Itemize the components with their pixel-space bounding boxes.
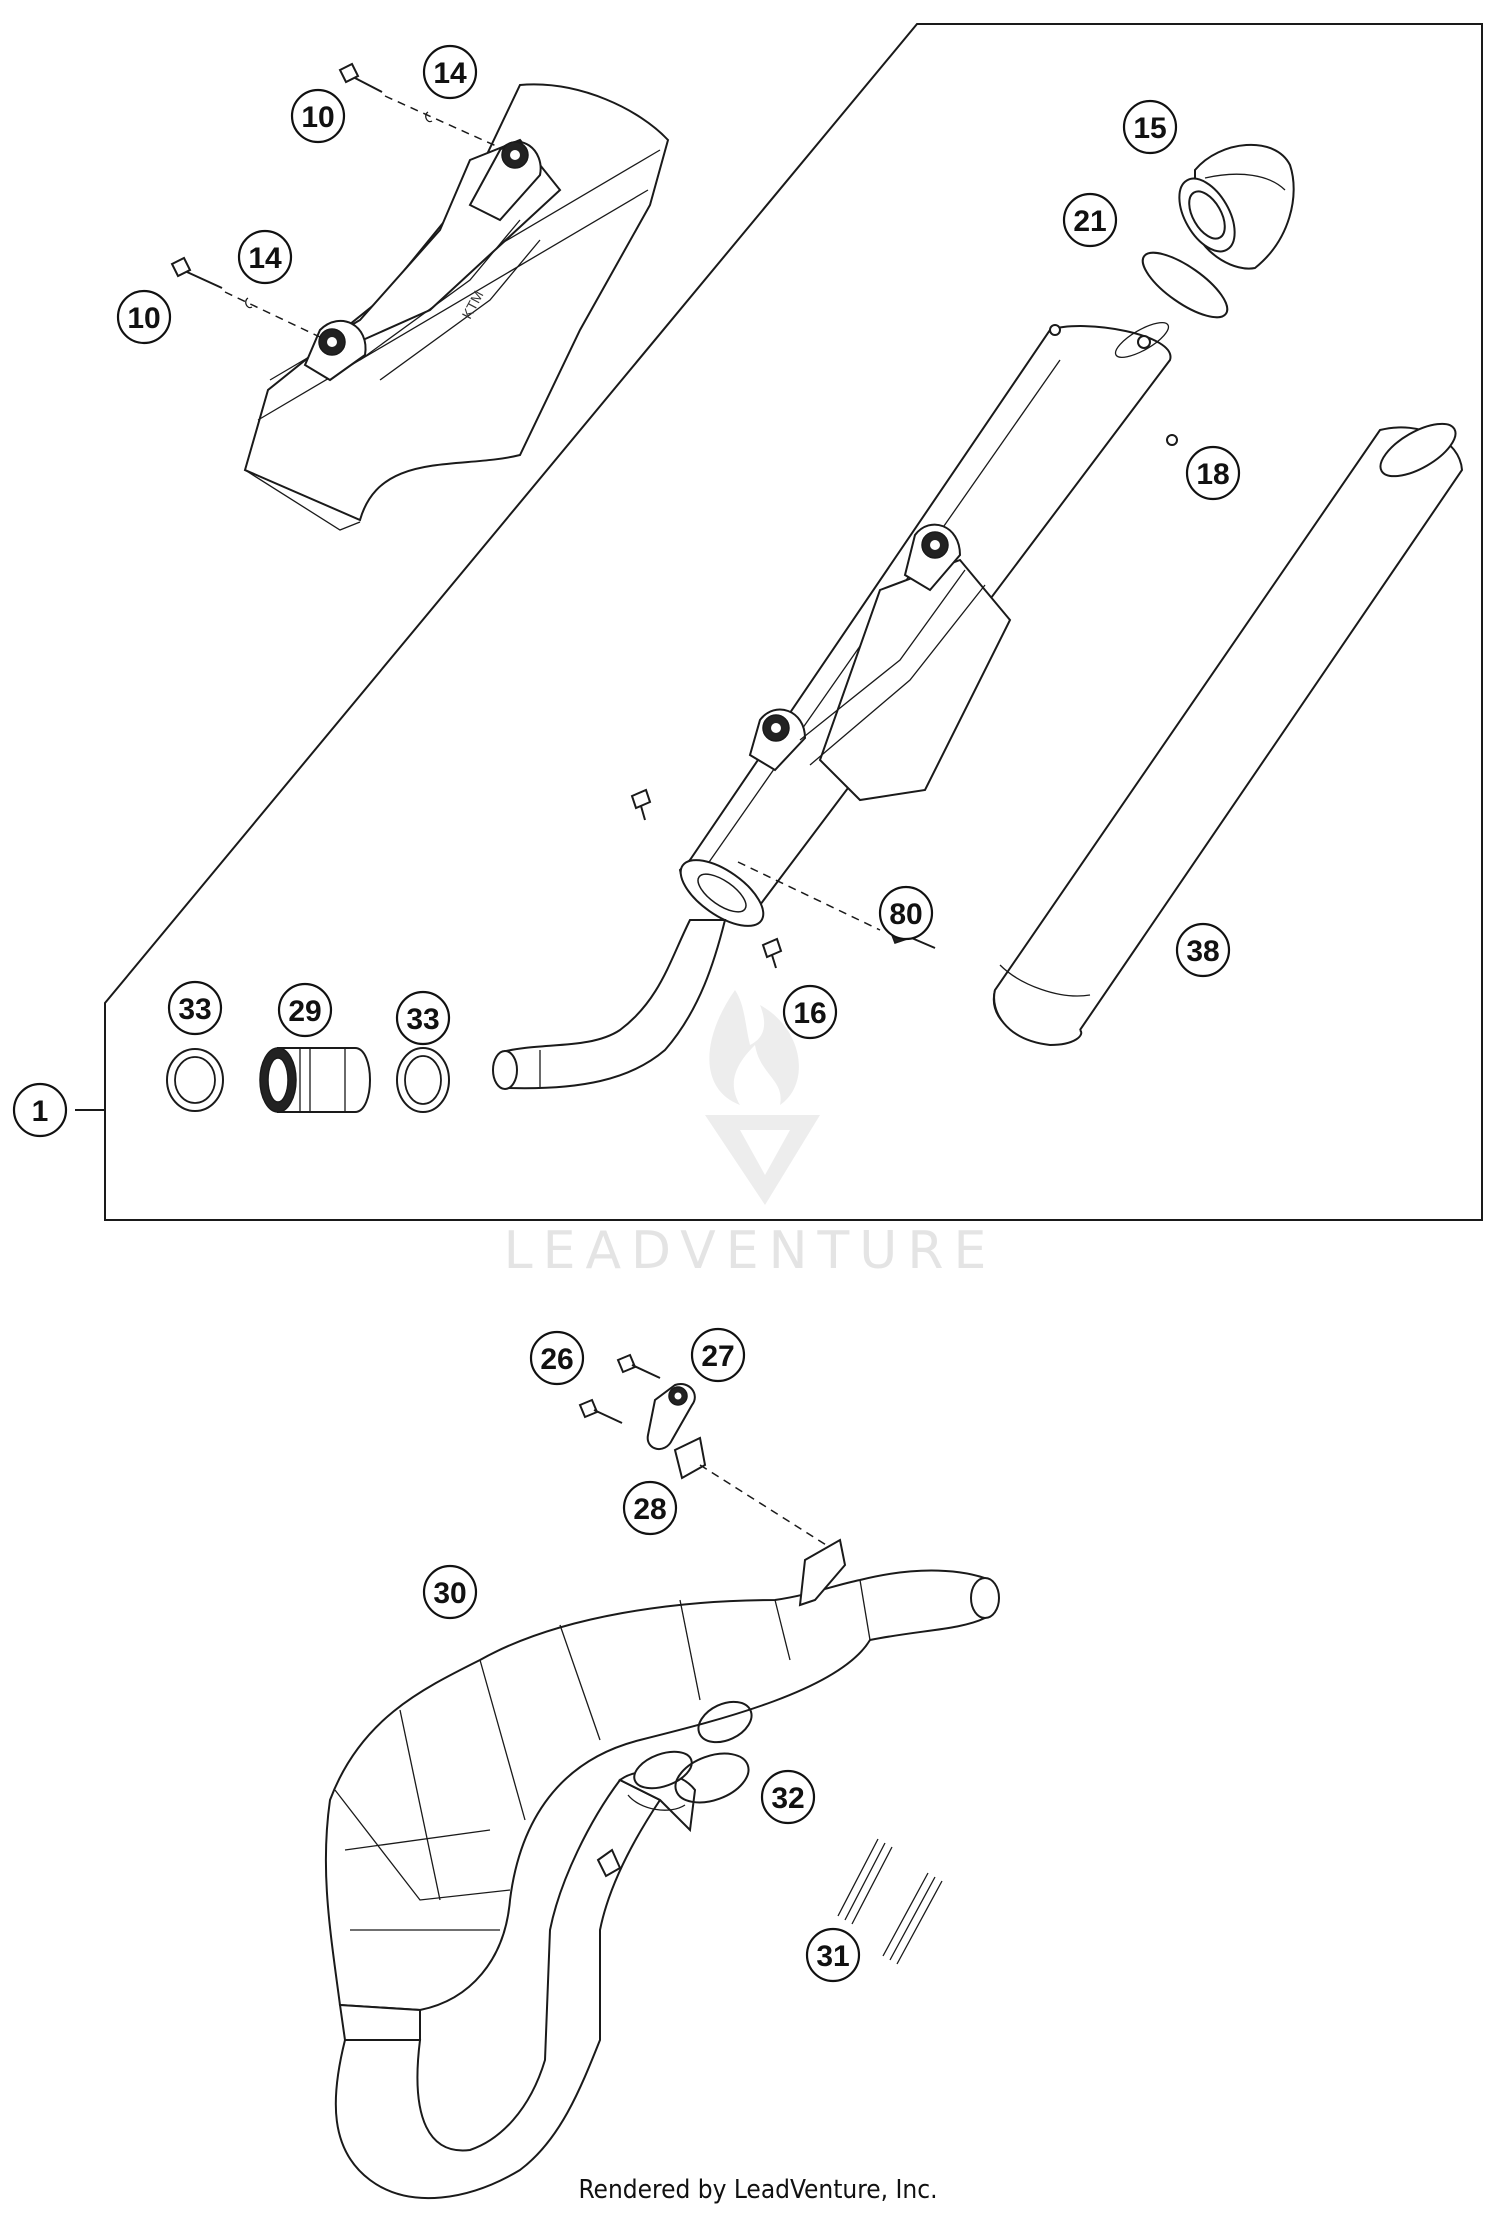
callout-21: 21 — [1062, 192, 1118, 248]
svg-text:14: 14 — [248, 242, 282, 275]
callout-16: 16 — [782, 984, 838, 1040]
leadventure-watermark: LEADVENTURE — [504, 990, 997, 1281]
footer-credit: Rendered by LeadVenture, Inc. — [578, 2175, 937, 2205]
svg-text:10: 10 — [301, 101, 334, 134]
o-ring-21 — [1141, 251, 1229, 319]
callout-38: 38 — [1175, 922, 1231, 978]
svg-text:33: 33 — [406, 1003, 439, 1036]
callout-26: 26 — [529, 1330, 585, 1386]
bolt-10-lower — [170, 256, 323, 339]
silencer-inlet-pipe — [492, 919, 727, 1090]
silencer-sleeve-38 — [992, 422, 1464, 1047]
bracket-parts-26-27-28 — [578, 1353, 843, 1556]
bolt-10-upper — [338, 62, 506, 151]
springs-31 — [837, 1838, 943, 1965]
silencer-assembly-boundary — [104, 23, 1483, 1221]
sealing-ring-33-right — [396, 1047, 450, 1113]
callout-1: 1 — [12, 1082, 68, 1138]
callout-10-lower: 10 — [116, 289, 172, 345]
svg-text:33: 33 — [178, 993, 211, 1026]
callout-28: 28 — [622, 1480, 678, 1536]
callout-80: 80 — [878, 885, 934, 941]
callout-10-upper: 10 — [290, 88, 346, 144]
sealing-ring-33-left — [166, 1048, 224, 1112]
svg-text:10: 10 — [127, 302, 160, 335]
end-cap-15 — [1178, 144, 1295, 270]
svg-text:21: 21 — [1073, 205, 1106, 238]
callout-33-right: 33 — [395, 990, 451, 1046]
callout-30: 30 — [422, 1564, 478, 1620]
v-logo-icon — [705, 1115, 820, 1205]
svg-text:15: 15 — [1133, 112, 1166, 145]
callout-18: 18 — [1185, 445, 1241, 501]
gaskets-32 — [674, 1700, 753, 1804]
callout-14-lower: 14 — [237, 229, 293, 285]
callout-15: 15 — [1122, 99, 1178, 155]
svg-text:38: 38 — [1186, 935, 1219, 968]
svg-text:32: 32 — [771, 1782, 804, 1815]
flame-logo-icon — [709, 990, 799, 1105]
callout-31: 31 — [805, 1927, 861, 1983]
bracket-detail-inset: KTM — [243, 83, 670, 531]
exhaust-header-30 — [324, 1569, 1000, 2200]
svg-text:16: 16 — [793, 997, 826, 1030]
callout-32: 32 — [760, 1769, 816, 1825]
svg-text:14: 14 — [433, 57, 467, 90]
svg-text:80: 80 — [889, 898, 922, 931]
callout-27: 27 — [690, 1327, 746, 1383]
connecting-sleeve-29 — [259, 1047, 371, 1113]
svg-text:27: 27 — [701, 1340, 734, 1373]
watermark-text: LEADVENTURE — [504, 1221, 997, 1281]
silencer-body — [678, 322, 1172, 927]
svg-text:30: 30 — [433, 1577, 466, 1610]
callout-29: 29 — [277, 982, 333, 1038]
exhaust-flange-tab — [798, 1538, 847, 1607]
svg-text:28: 28 — [633, 1493, 666, 1526]
svg-text:31: 31 — [816, 1940, 849, 1973]
callout-14-upper: 14 — [422, 44, 478, 100]
svg-text:29: 29 — [288, 995, 321, 1028]
callout-33-left: 33 — [167, 980, 223, 1036]
svg-text:1: 1 — [32, 1095, 49, 1128]
svg-text:26: 26 — [540, 1343, 573, 1376]
svg-text:18: 18 — [1196, 458, 1229, 491]
